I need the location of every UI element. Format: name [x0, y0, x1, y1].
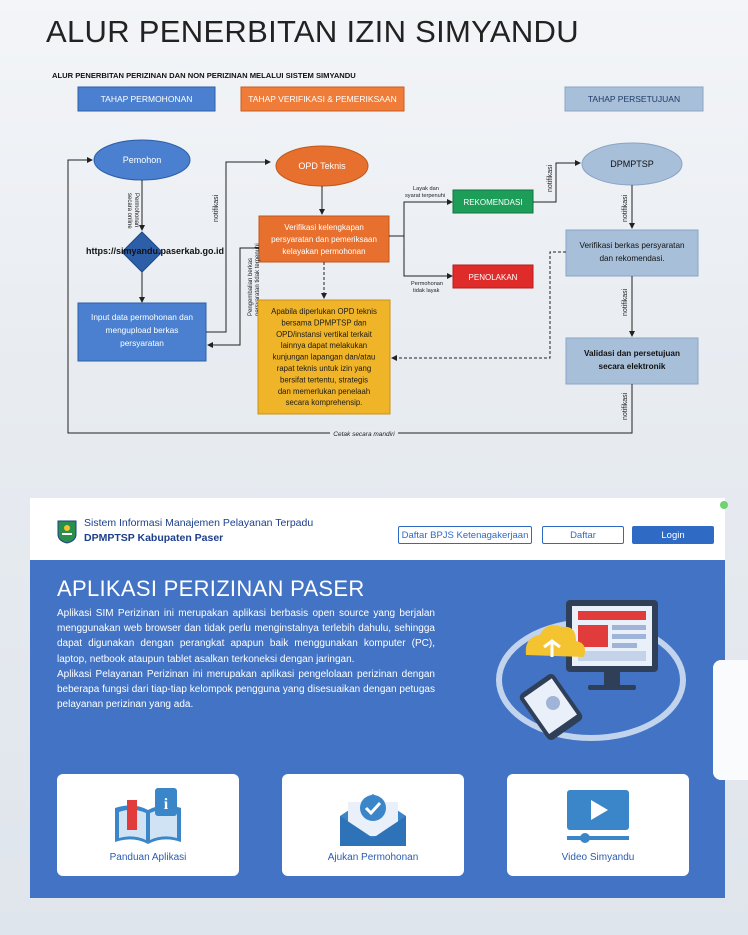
notifikasi-label-4: notifikasi — [622, 288, 629, 316]
node-opd-teknis-label: OPD Teknis — [298, 161, 346, 171]
yellow-box-line: lainnya dapat melakukan — [281, 341, 367, 350]
envelope-check-icon — [340, 794, 406, 846]
stage-verifikasi-label: TAHAP VERIFIKASI & PEMERIKSAAN — [248, 94, 396, 104]
stage-permohonan: TAHAP PERMOHONAN — [77, 86, 216, 112]
card-panduan-aplikasi[interactable]: i Panduan Aplikasi — [57, 774, 239, 876]
node-verifikasi-line1: Verifikasi kelengkapan — [284, 223, 364, 232]
hero-paragraph-1: Aplikasi SIM Perizinan ini merupakan apl… — [57, 608, 435, 665]
pengembalian-label-1: Pengembalian berkas — [248, 258, 254, 316]
node-opd-teknis: OPD Teknis — [275, 145, 369, 187]
stage-verifikasi: TAHAP VERIFIKASI & PEMERIKSAAN — [240, 86, 405, 112]
layak-label-1: Layak dan — [413, 186, 439, 192]
page-title: ALUR PENERBITAN IZIN SIMYANDU — [46, 14, 579, 49]
node-input-data-line3: persyaratan — [120, 338, 164, 348]
card-video-simyandu[interactable]: Video Simyandu — [507, 774, 689, 876]
node-dpmptsp-label: DPMPTSP — [610, 159, 654, 169]
notifikasi-label-2: notifikasi — [547, 164, 554, 192]
daftar-button[interactable]: Daftar — [542, 526, 624, 544]
portal-header: Sistem Informasi Manajemen Pelayanan Ter… — [30, 498, 728, 560]
flowchart-heading: ALUR PENERBITAN PERIZINAN DAN NON PERIZI… — [52, 71, 356, 80]
hero-paragraph-2: Aplikasi Pelayanan Perizinan ini merupak… — [57, 668, 435, 711]
node-validasi-line2: secara elektronik — [599, 362, 666, 371]
yellow-box-line: dan memerlukan penelaah — [278, 387, 370, 396]
node-rekomendasi-label: REKOMENDASI — [463, 198, 522, 207]
notifikasi-label-5: notifikasi — [622, 392, 629, 420]
layak-label-2: syarat terpenuhi — [405, 193, 445, 199]
notifikasi-label-1: notifikasi — [213, 194, 220, 222]
stage-persetujuan-label: TAHAP PERSETUJUAN — [588, 94, 680, 104]
login-button[interactable]: Login — [632, 526, 714, 544]
edge-permohonan-online-2: secara online — [126, 193, 132, 229]
portal-screenshot: Sistem Informasi Manajemen Pelayanan Ter… — [30, 498, 728, 898]
yellow-box-line: Apabila diperlukan OPD teknis — [271, 307, 377, 316]
node-penolakan: PENOLAKAN — [452, 264, 534, 289]
tidak-layak-label-2: tidak layak — [413, 288, 440, 294]
stage-permohonan-label: TAHAP PERMOHONAN — [101, 94, 193, 104]
node-input-data-line2: mengupload berkas — [106, 325, 179, 335]
node-penolakan-label: PENOLAKAN — [469, 273, 518, 282]
cetak-label: Cetak secara mandiri — [333, 431, 395, 438]
card-video-label: Video Simyandu — [561, 852, 635, 863]
node-input-data: Input data permohonan dan mengupload ber… — [77, 302, 207, 362]
flowchart: ALUR PENERBITAN PERIZINAN DAN NON PERIZI… — [52, 71, 704, 438]
brand-org: DPMPTSP Kabupaten Paser — [84, 532, 224, 544]
url-text: https://simyandu.paserkab.go.id — [86, 246, 224, 256]
edge-permohonan-online-1: Permohonan — [133, 193, 139, 227]
node-verifikasi-line3: kelayakan permohonan — [282, 247, 365, 256]
hero-description: Aplikasi SIM Perizinan ini merupakan apl… — [57, 606, 435, 712]
book-info-icon: i — [115, 788, 181, 844]
yellow-box-line: bersama DPMPTSP dan — [281, 318, 366, 327]
hero-title: APLIKASI PERIZINAN PASER — [57, 576, 365, 601]
node-pemohon: Pemohon — [93, 139, 191, 181]
paser-logo-icon — [57, 520, 77, 544]
daftar-bpjs-button[interactable]: Daftar BPJS Ketenagakerjaan — [398, 526, 532, 544]
node-validasi-line1: Validasi dan persetujuan — [584, 349, 680, 358]
svg-text:i: i — [164, 796, 169, 813]
node-verifikasi-line2: persyaratan dan pemeriksaan — [271, 235, 377, 244]
brand-name: Sistem Informasi Manajemen Pelayanan Ter… — [84, 517, 314, 529]
tidak-layak-label-1: Permohonan — [411, 281, 443, 287]
node-verifikasi: Verifikasi kelengkapan persyaratan dan p… — [258, 215, 390, 263]
node-pemohon-label: Pemohon — [123, 155, 162, 165]
yellow-box-line: secara komprehensip. — [286, 398, 363, 407]
cloud-computer-illustration — [496, 600, 686, 741]
pengembalian-label-2: persyaratan tidak terpenuhi — [255, 243, 261, 316]
hero-section: APLIKASI PERIZINAN PASER Aplikasi SIM Pe… — [30, 560, 725, 898]
yellow-box-text: Apabila diperlukan OPD teknis bersama DPM… — [271, 307, 377, 407]
notifikasi-label-3: notifikasi — [622, 194, 629, 222]
node-verifikasi-rekomendasi: Verifikasi berkas persyaratan dan rekome… — [565, 229, 699, 277]
video-player-icon — [567, 790, 629, 843]
card-ajukan-label: Ajukan Permohonan — [327, 852, 419, 863]
yellow-box-line: kunjungan lapangan dan/atau — [273, 353, 376, 362]
node-verifikasi-rekomendasi-line1: Verifikasi berkas persyaratan — [579, 241, 685, 250]
stage-persetujuan: TAHAP PERSETUJUAN — [564, 86, 704, 112]
node-rekomendasi: REKOMENDASI — [452, 189, 534, 214]
card-panduan-label: Panduan Aplikasi — [109, 852, 187, 863]
status-dot — [720, 501, 728, 509]
yellow-box-line: rapat teknis untuk izin yang — [277, 364, 371, 373]
yellow-box-line: OPD/instansi vertikal terkait — [276, 330, 373, 339]
card-ajukan-permohonan[interactable]: Ajukan Permohonan — [282, 774, 464, 876]
node-verifikasi-rekomendasi-line2: dan rekomendasi. — [599, 254, 664, 263]
node-input-data-line1: Input data permohonan dan — [91, 312, 193, 322]
node-validasi: Validasi dan persetujuan secara elektron… — [565, 337, 699, 385]
yellow-box-line: bersifat tertentu, strategis — [280, 375, 368, 384]
side-widget[interactable] — [713, 660, 748, 780]
node-kunjungan-lapangan — [257, 299, 391, 415]
node-dpmptsp: DPMPTSP — [581, 142, 683, 186]
